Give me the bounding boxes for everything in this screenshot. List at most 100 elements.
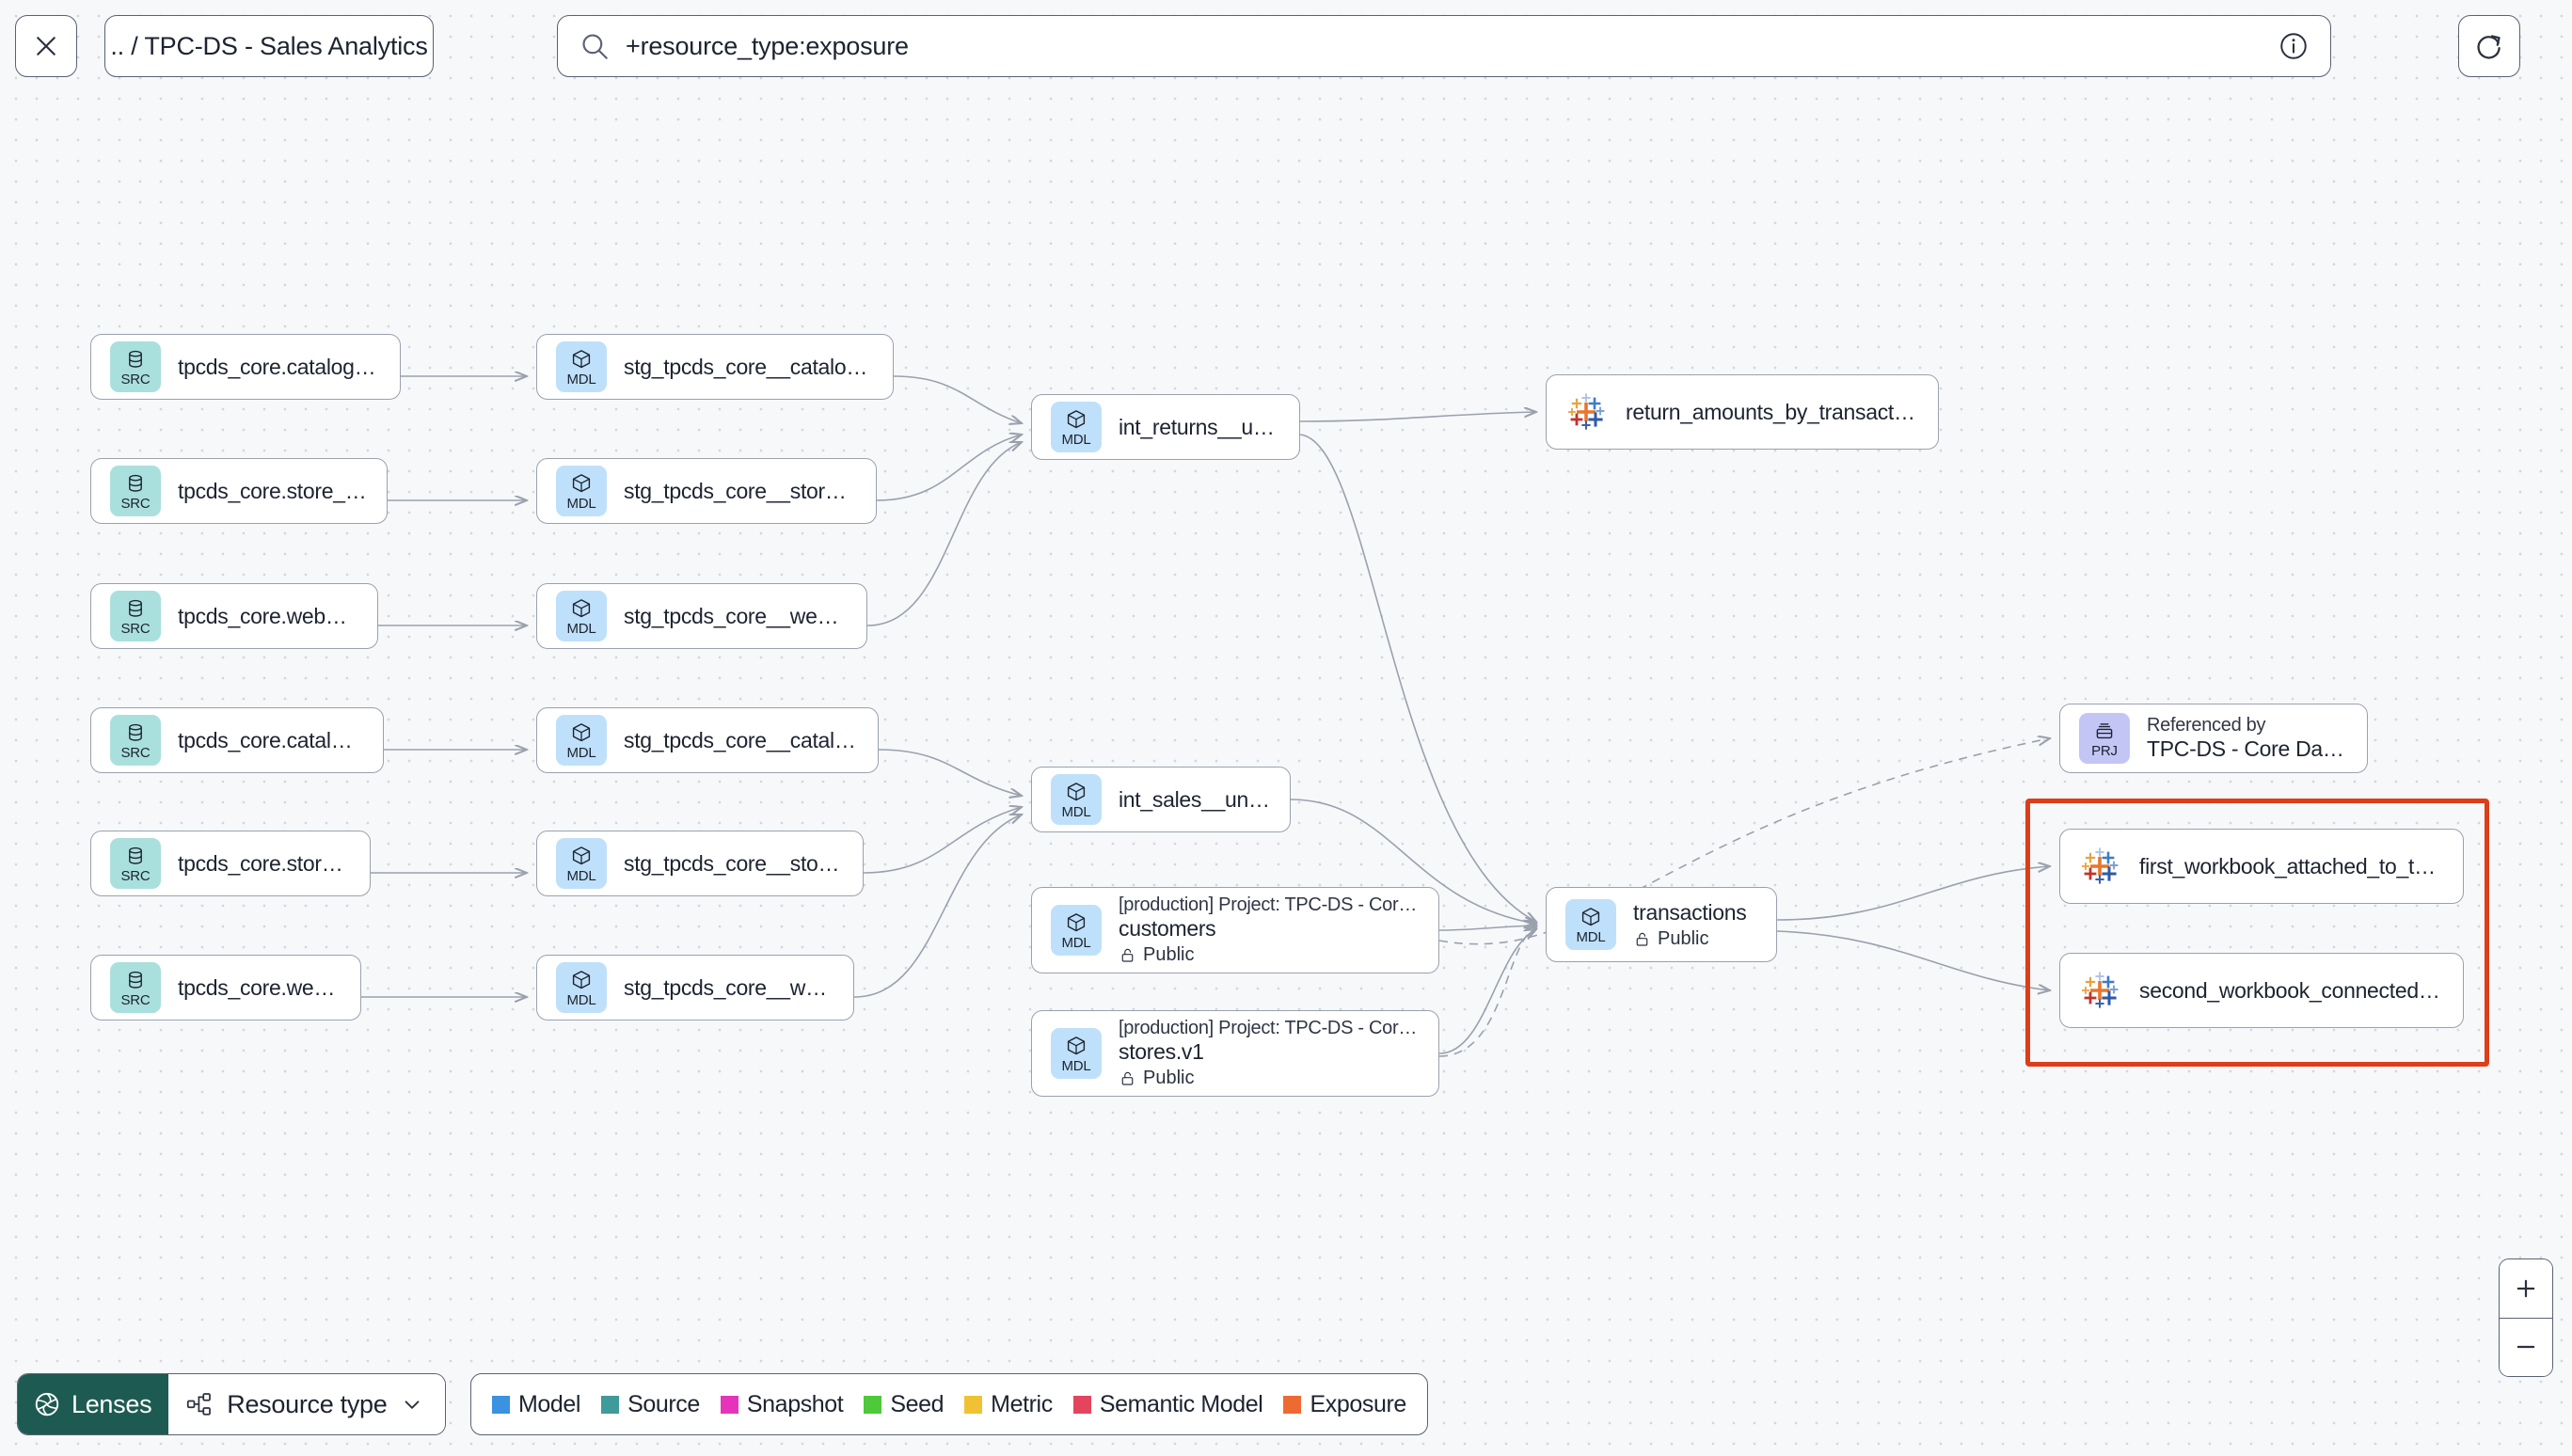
node-type-badge-mdl: MDL [556,838,607,889]
graph-node-stg_catalog_returns[interactable]: MDL stg_tpcds_core__catalog_returns [536,334,894,400]
refresh-icon [2477,35,2501,59]
zoom-in-button[interactable] [2500,1259,2552,1319]
zoom-out-button[interactable] [2500,1318,2552,1376]
database-icon [129,350,142,368]
legend-item-source[interactable]: Source [601,1391,700,1418]
database-icon [129,971,142,989]
top-toolbar: .. / TPC-DS - Sales Analytics [0,0,2572,109]
graph-node-stg_store_sales[interactable]: MDL stg_tpcds_core__store_sales [536,831,864,896]
node-title: tpcds_core.store_returns [178,478,368,503]
node-title: stg_tpcds_core__catalog_sales [624,727,859,752]
node-type-badge-label: SRC [120,621,151,637]
cube-icon [1067,409,1086,428]
resource-type-dropdown[interactable]: Resource type [168,1374,446,1434]
node-type-badge-mdl: MDL [556,341,607,392]
node-title: second_workbook_connected_to_live… [2139,977,2444,1003]
cube-icon [572,473,591,492]
node-type-badge-label: MDL [566,621,596,637]
legend-item-exposure[interactable]: Exposure [1283,1391,1406,1418]
node-text: tpcds_core.catalog_sales [178,728,364,753]
node-type-badge-mdl: MDL [556,715,607,766]
node-type-badge-src: SRC [110,838,161,889]
refresh-button[interactable] [2458,15,2520,77]
node-type-badge-src: SRC [110,466,161,516]
exposure-icon [2079,970,2120,1011]
graph-node-src_catalog_sales[interactable]: SRC tpcds_core.catalog_sales [90,707,384,773]
cube-icon [1067,1036,1086,1054]
node-visibility: Public [1119,1068,1420,1089]
breadcrumb-button[interactable]: .. / TPC-DS - Sales Analytics [104,15,434,77]
node-type-badge-label: SRC [120,868,151,884]
lenses-label: Lenses [71,1389,152,1418]
node-type-badge-label: MDL [566,745,596,761]
lenses-button[interactable]: Lenses [18,1374,169,1434]
node-type-badge-label: MDL [566,372,596,388]
cube-icon [572,970,591,989]
node-type-badge-label: SRC [120,992,151,1008]
legend: Model Source Snapshot Seed Metric Semant… [470,1373,1428,1435]
unlock-icon [1636,932,1648,946]
info-circle-icon[interactable] [2278,30,2310,62]
node-type-badge-label: SRC [120,496,151,512]
exposure-icon [1565,391,1607,433]
node-type-badge-label: MDL [1576,929,1606,945]
node-title: tpcds_core.catalog_sales [178,727,364,752]
legend-swatch [1072,1395,1091,1414]
graph-node-customers[interactable]: MDL [production] Project: TPC-DS - Core … [1031,887,1439,973]
graph-node-stores_v1[interactable]: MDL [production] Project: TPC-DS - Core … [1031,1010,1439,1097]
graph-node-src_store_sales[interactable]: SRC tpcds_core.store_sales [90,831,371,896]
search-bar[interactable] [557,15,2331,77]
node-subtitle: [production] Project: TPC-DS - Core Data… [1119,1018,1420,1038]
node-type-badge-mdl: MDL [556,466,607,516]
legend-item-model[interactable]: Model [492,1391,580,1418]
search-input[interactable] [626,31,2278,61]
node-text: stg_tpcds_core__catalog_returns [624,355,874,380]
node-title: customers [1119,916,1216,941]
graph-node-src_web_sales[interactable]: SRC tpcds_core.web_sales [90,955,361,1021]
node-subtitle: Referenced by [2147,715,2266,736]
node-text: int_sales__unioned [1119,787,1271,813]
graph-node-stg_web_returns[interactable]: MDL stg_tpcds_core__web_returns [536,583,867,649]
node-text: tpcds_core.web_sales [178,975,341,1001]
graph-node-return_amounts[interactable]: return_amounts_by_transaction_type [1546,374,1939,450]
node-text: stg_tpcds_core__store_returns [624,479,857,504]
node-text: transactions Public [1633,900,1746,950]
node-visibility-label: Public [1658,927,1709,949]
node-text: int_returns__unioned [1119,415,1280,440]
graph-node-stg_web_sales[interactable]: MDL stg_tpcds_core__web_sales [536,955,854,1021]
legend-item-seed[interactable]: Seed [864,1391,945,1418]
graph-node-src_catalog_returns[interactable]: SRC tpcds_core.catalog_returns [90,334,401,400]
node-type-badge-mdl: MDL [1051,402,1102,452]
graph-node-int_returns_unioned[interactable]: MDL int_returns__unioned [1031,394,1300,460]
graph-node-transactions[interactable]: MDL transactions Public [1546,887,1777,962]
node-subtitle: [production] Project: TPC-DS - Core Data… [1119,894,1420,915]
cube-icon [1067,912,1086,931]
node-type-badge-prj: PRJ [2079,713,2130,764]
node-type-badge-label: MDL [1061,804,1091,820]
graph-node-first_workbook[interactable]: first_workbook_attached_to_tpc-ds_-_… [2059,829,2464,904]
graph-node-int_sales_unioned[interactable]: MDL int_sales__unioned [1031,767,1291,832]
graph-node-src_store_returns[interactable]: SRC tpcds_core.store_returns [90,458,388,524]
node-type-badge-mdl: MDL [1051,905,1102,956]
legend-item-semantic-model[interactable]: Semantic Model [1072,1391,1263,1418]
exposure-tableau-icon [2082,847,2119,884]
graph-node-src_web_returns[interactable]: SRC tpcds_core.web_returns [90,583,378,649]
node-title: stores.v1 [1119,1039,1204,1064]
legend-item-metric[interactable]: Metric [964,1391,1053,1418]
node-text: tpcds_core.catalog_returns [178,355,381,380]
graph-node-stg_catalog_sales[interactable]: MDL stg_tpcds_core__catalog_sales [536,707,879,773]
close-button[interactable] [15,15,77,77]
node-title: stg_tpcds_core__store_sales [624,850,844,876]
cube-icon [1581,907,1600,926]
exposure-icon [2079,846,2120,887]
node-title: int_sales__unioned [1119,786,1271,812]
legend-item-snapshot[interactable]: Snapshot [720,1391,844,1418]
graph-node-second_workbook[interactable]: second_workbook_connected_to_live… [2059,953,2464,1028]
node-visibility-label: Public [1143,1068,1195,1088]
lenses-group: Lenses Resource type [17,1373,447,1435]
node-text: stg_tpcds_core__web_returns [624,604,848,629]
node-title: tpcds_core.catalog_returns [178,354,381,379]
graph-node-stg_store_returns[interactable]: MDL stg_tpcds_core__store_returns [536,458,877,524]
